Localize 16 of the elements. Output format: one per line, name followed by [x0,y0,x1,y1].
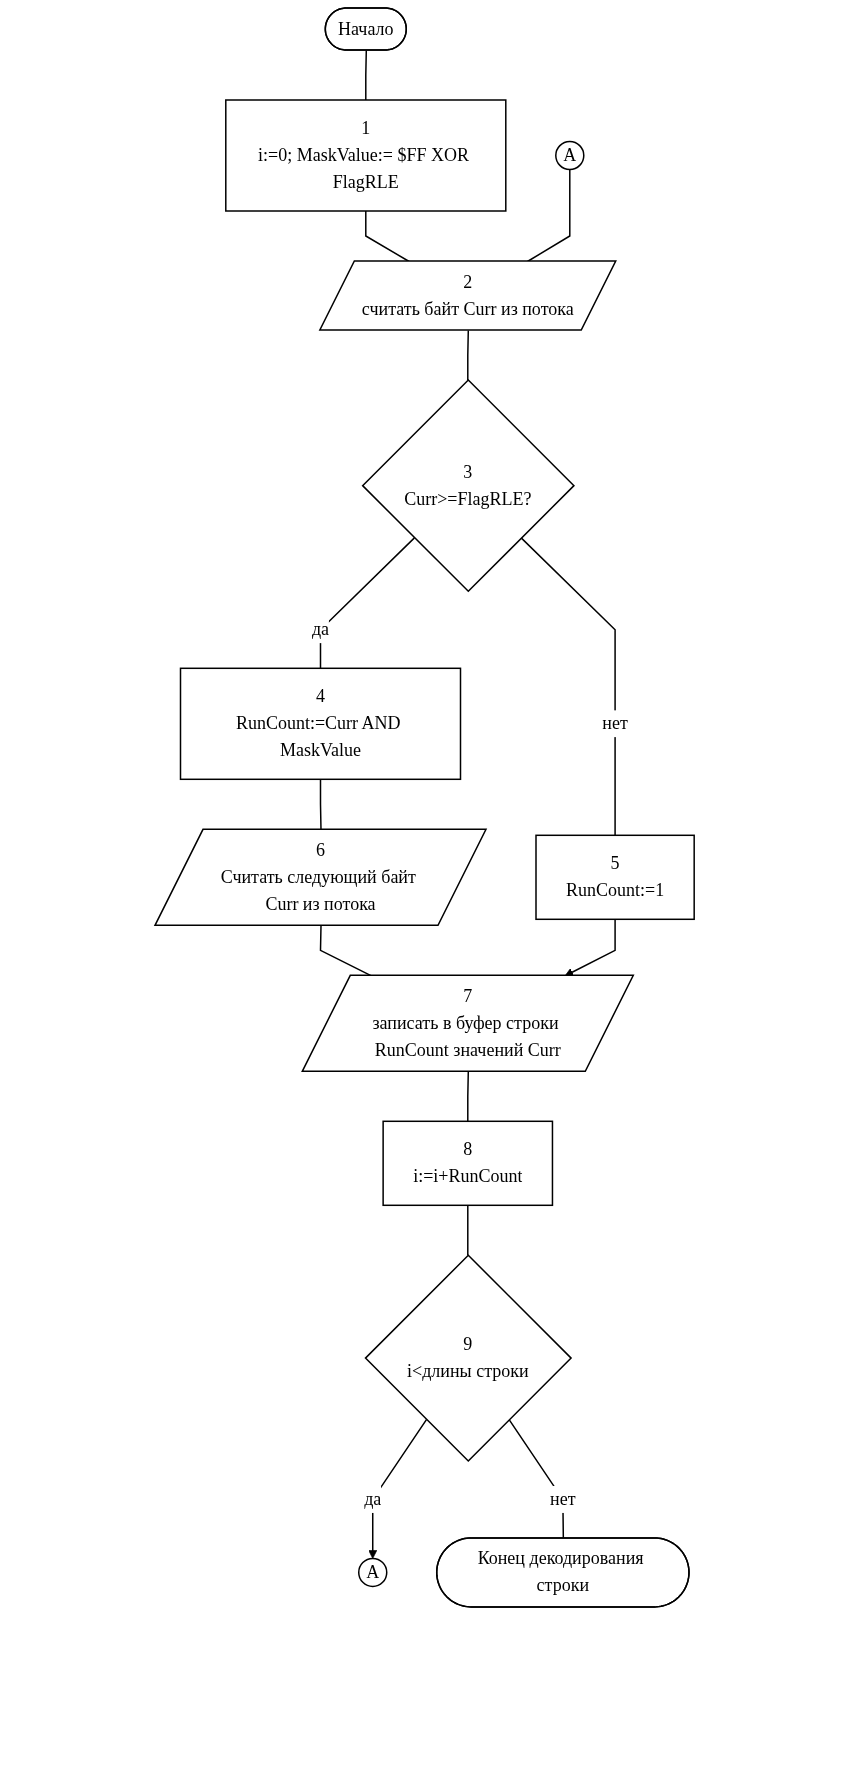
node-diamond: 9 i<длины строки [364,1254,573,1462]
node-circle: A [554,140,585,171]
node-box: 1 i:=0; MaskValue:= $FF XOR FlagRLE [224,99,507,212]
node-box: 8 i:=i+RunCount [382,1120,554,1207]
connector [466,1204,469,1257]
connector [466,1071,469,1123]
edge-label: нет [602,713,628,734]
node-box: 5 RunCount:=1 [535,834,695,921]
node-circle: A [357,1557,388,1588]
node-box: 4 RunCount:=Curr AND MaskValue [179,667,462,781]
edge-label: да [364,1488,382,1509]
edge-label: нет [550,1488,576,1509]
node-diamond: 3 Curr>=FlagRLE? [361,378,575,593]
connector [520,537,616,837]
connector [364,49,367,101]
edge-label: да [311,619,329,640]
